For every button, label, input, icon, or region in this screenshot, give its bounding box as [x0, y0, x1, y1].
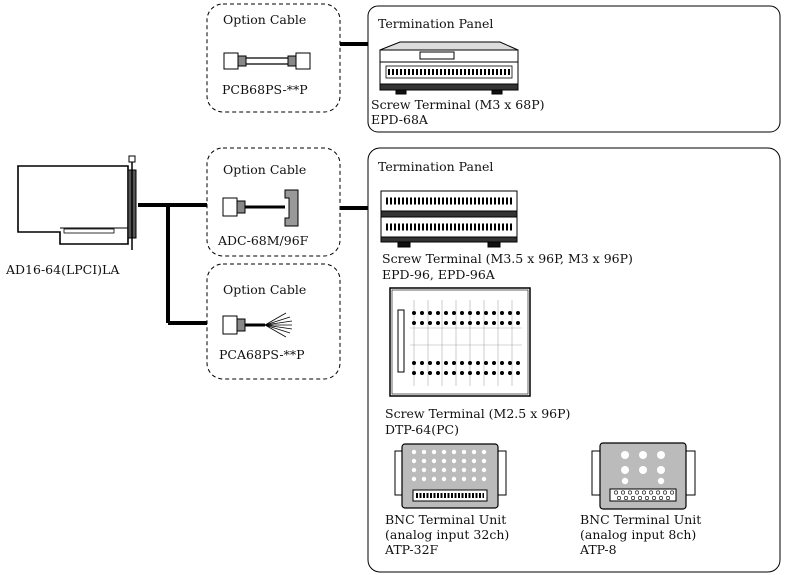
- flying-lead-cable-icon: [222, 312, 293, 338]
- atp-32f-model: ATP-32F: [384, 542, 439, 557]
- cable-1-part: PCB68PS-**P: [222, 82, 308, 97]
- cable-3-title: Option Cable: [223, 282, 306, 297]
- atp-8-name: BNC Terminal Unit: [580, 512, 701, 527]
- epd-96-name: Screw Terminal (M3.5 x 96P, M3 x 96P): [382, 251, 633, 266]
- atp-32f-desc: (analog input 32ch): [385, 527, 509, 542]
- epd-96-terminal-image: [380, 190, 518, 248]
- termination-panel-top: [367, 5, 781, 133]
- shielded-cable-icon: [223, 52, 311, 70]
- option-cable-box-1: [206, 3, 341, 113]
- dtp-64-terminal-image: [389, 287, 531, 397]
- atp-8-desc: (analog input 8ch): [580, 527, 696, 542]
- termination-panel-main: [367, 147, 781, 573]
- cable-3-part: PCA68PS-**P: [219, 347, 304, 362]
- dtp-64-name: Screw Terminal (M2.5 x 96P): [385, 406, 570, 421]
- epd-68a-name: Screw Terminal (M3 x 68P): [371, 97, 545, 112]
- option-cable-box-2: [206, 147, 341, 257]
- epd-68a-terminal-image: [379, 41, 519, 95]
- connection-lines: [138, 42, 368, 325]
- atp-8-model: ATP-8: [579, 542, 617, 557]
- conversion-cable-icon: [222, 189, 299, 227]
- cable-2-title: Option Cable: [223, 162, 306, 177]
- cable-2-part: ADC-68M/96F: [217, 233, 309, 248]
- panel-main-title: Termination Panel: [378, 159, 493, 174]
- epd-96-model: EPD-96, EPD-96A: [382, 267, 496, 282]
- board-label: AD16-64(LPCI)LA: [5, 262, 120, 277]
- atp-32f-bnc-unit-image: [394, 443, 507, 509]
- pci-board-image: [17, 155, 137, 250]
- epd-68a-model: EPD-68A: [371, 112, 429, 127]
- option-cable-box-3: [206, 263, 341, 380]
- atp-32f-name: BNC Terminal Unit: [385, 512, 506, 527]
- atp-8-bnc-unit-image: [591, 442, 696, 510]
- cable-1-title: Option Cable: [223, 12, 306, 27]
- dtp-64-model: DTP-64(PC): [385, 422, 459, 437]
- panel-top-title: Termination Panel: [378, 16, 493, 31]
